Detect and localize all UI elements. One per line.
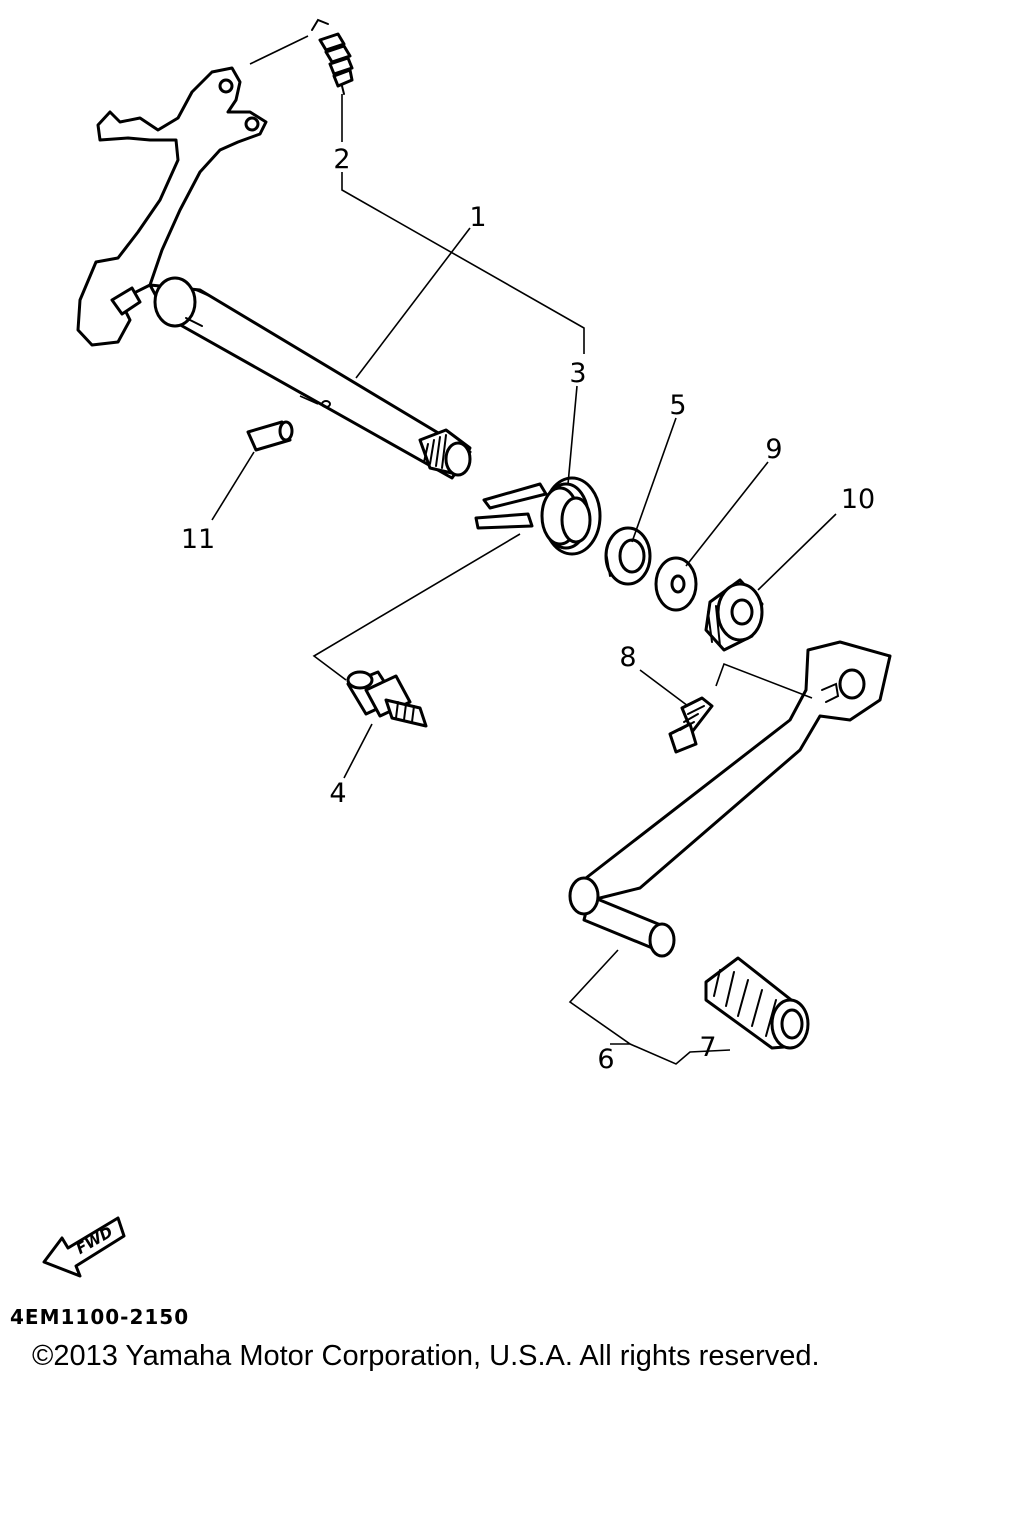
drawing-code: 4EM1100-2150 [10, 1305, 190, 1329]
callout-10: 10 [841, 484, 875, 515]
callout-9: 9 [765, 434, 782, 465]
callout-5: 5 [669, 390, 686, 421]
spring [249, 18, 354, 95]
dowel-pin [246, 420, 294, 452]
pedal-rubber [704, 956, 810, 1050]
callout-4: 4 [329, 778, 346, 809]
bolt [668, 696, 714, 754]
shift-pedal [568, 640, 892, 958]
oil-seal-large [704, 578, 764, 652]
callout-7: 7 [699, 1032, 716, 1063]
stud-bolt [346, 670, 428, 728]
oil-seal [604, 526, 652, 586]
leader-lines [211, 94, 837, 1065]
callout-labels: 1 2 3 4 5 6 7 8 9 10 11 [181, 144, 875, 1075]
shift-shaft [76, 66, 472, 480]
callout-8: 8 [619, 642, 636, 673]
callout-6: 6 [597, 1044, 614, 1075]
copyright-notice: ©2013 Yamaha Motor Corporation, U.S.A. A… [32, 1340, 820, 1372]
torsion-spring [474, 476, 602, 556]
callout-2: 2 [333, 144, 350, 175]
callout-1: 1 [469, 202, 486, 233]
callout-3: 3 [569, 358, 586, 389]
callout-11: 11 [181, 524, 215, 555]
fwd-arrow-icon: FWD [42, 1216, 126, 1278]
washer [654, 556, 698, 612]
